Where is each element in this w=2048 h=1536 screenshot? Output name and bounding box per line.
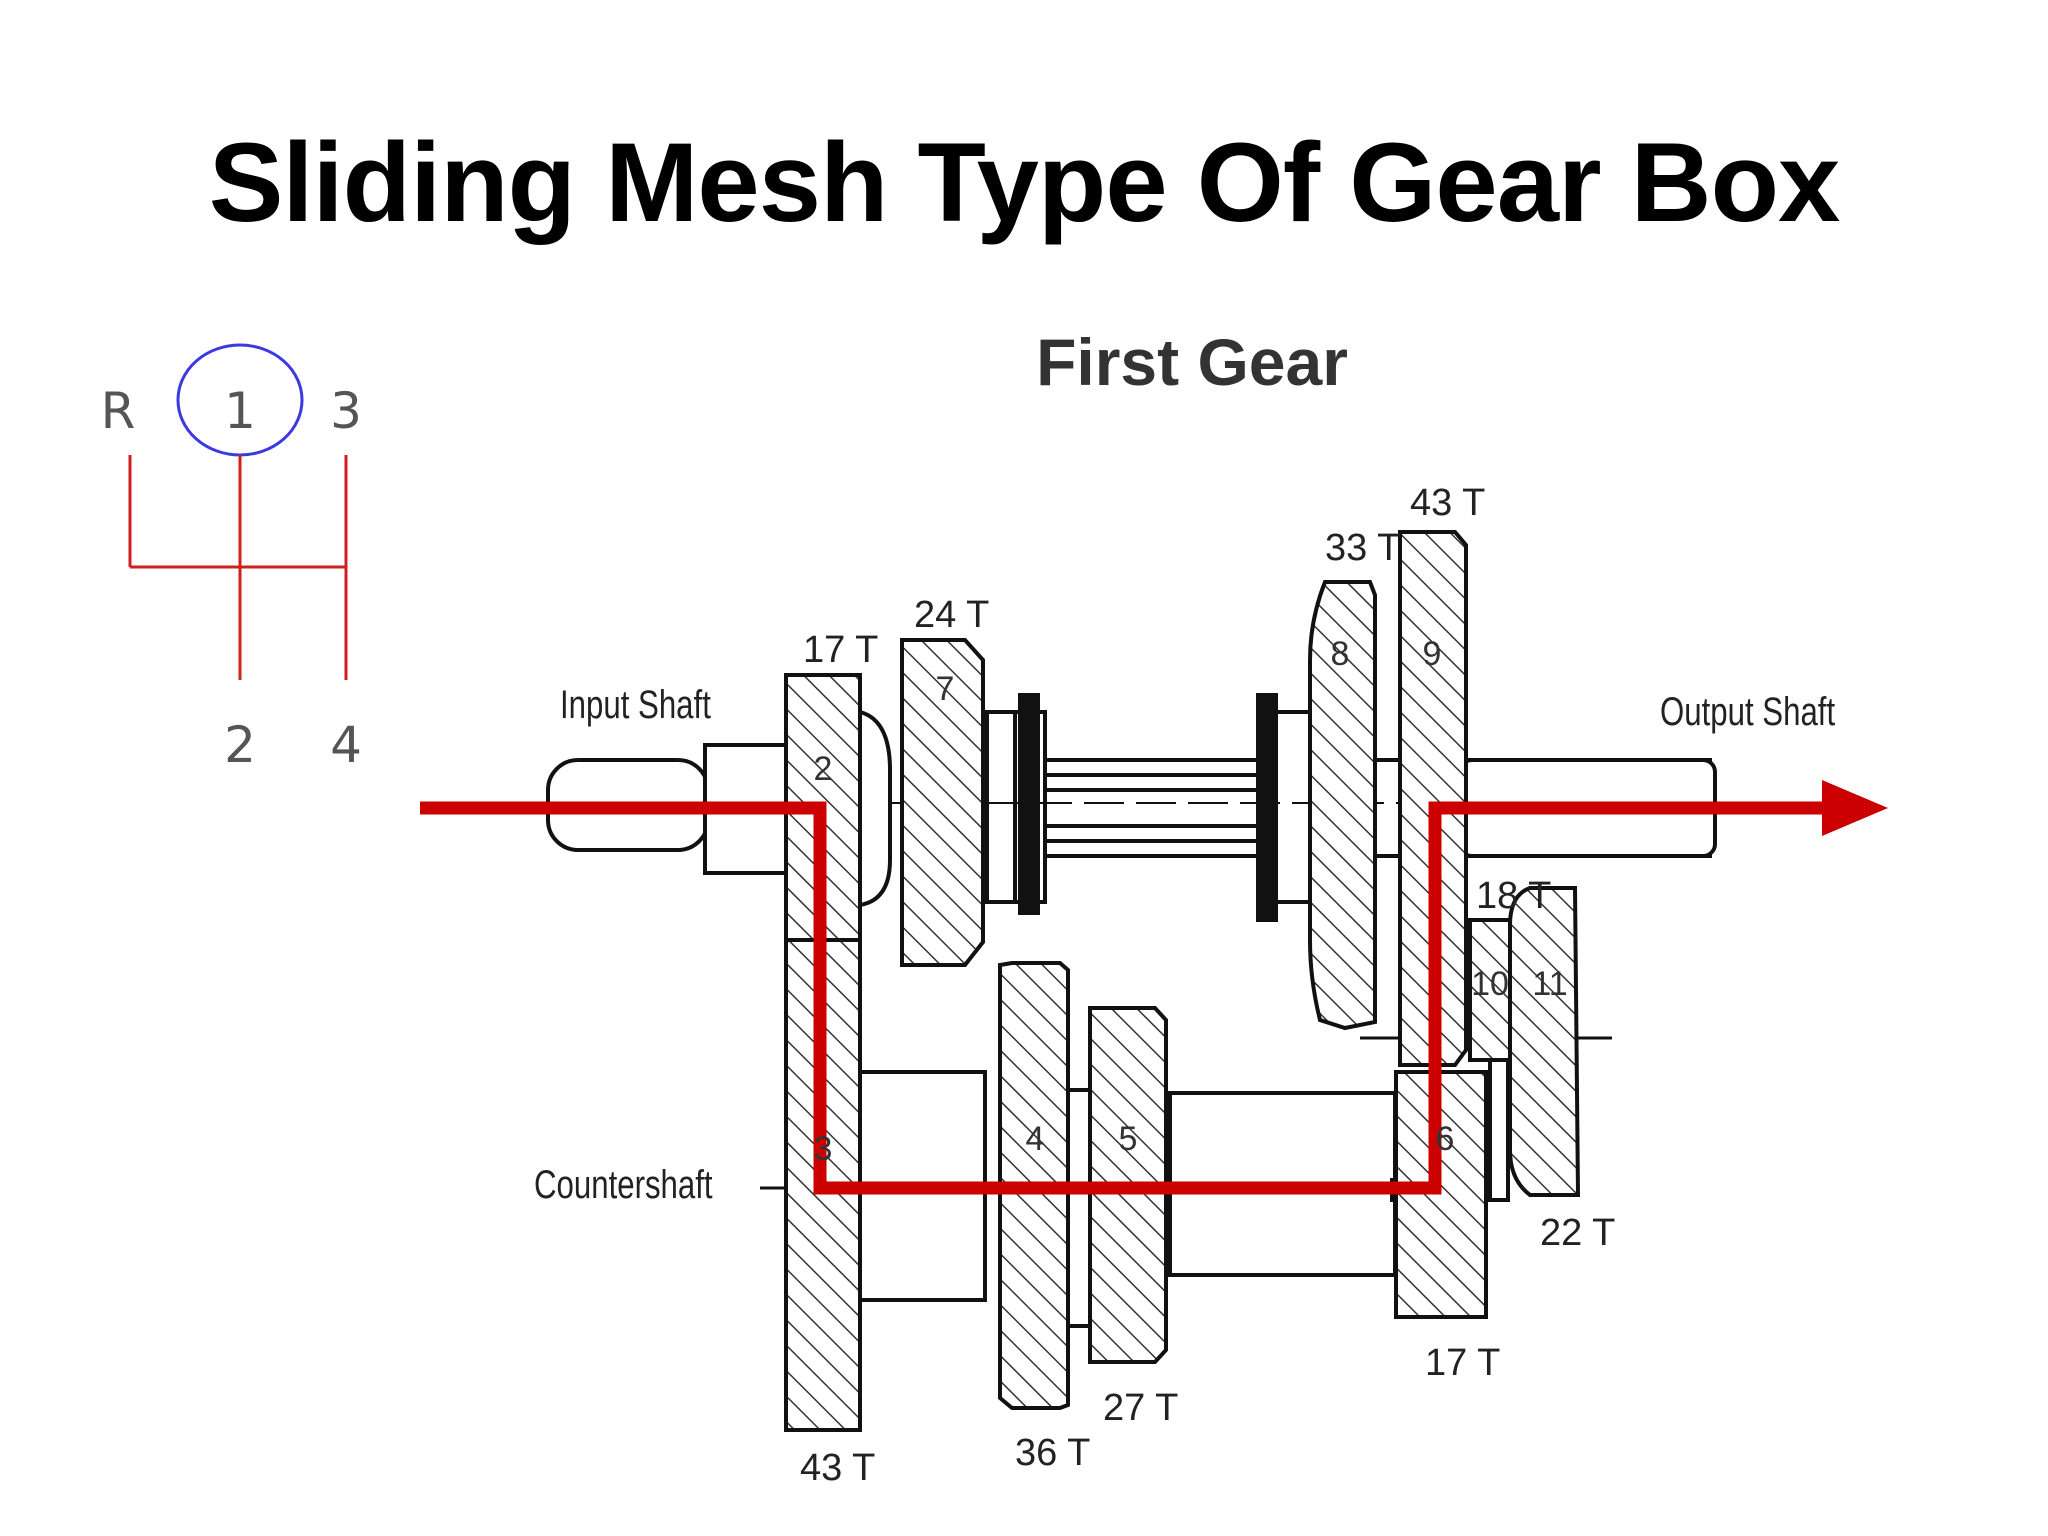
gear-11-number: 11 (1532, 965, 1567, 1003)
gear-2-teeth: 17 T (803, 629, 878, 671)
gear-9 (1398, 530, 1468, 1067)
countershaft-label: Countershaft (534, 1162, 713, 1207)
gear-8-teeth: 33 T (1325, 527, 1400, 569)
shift-label-r: R (101, 382, 136, 440)
gear-10-number: 10 (1471, 965, 1509, 1003)
shift-pattern: R 1 3 2 4 (101, 343, 362, 774)
slide-title: Sliding Mesh Type Of Gear Box (208, 120, 1841, 245)
shift-label-1: 1 (224, 382, 256, 440)
gear-8 (1308, 580, 1377, 1031)
shift-label-3: 3 (330, 382, 362, 440)
gear-11 (1508, 886, 1581, 1197)
gear-3-teeth: 43 T (800, 1447, 875, 1489)
power-flow-path (420, 780, 1888, 1195)
shift-gate-lines (128, 455, 348, 680)
gear-7-number: 7 (936, 670, 955, 708)
gear-6-teeth: 17 T (1425, 1342, 1500, 1384)
gear-8-number: 8 (1331, 635, 1350, 673)
gear-3-number: 3 (814, 1130, 833, 1168)
gear-10-teeth: 18 T (1476, 875, 1551, 917)
output-shaft-label: Output Shaft (1660, 689, 1835, 734)
gear-11-teeth: 22 T (1540, 1212, 1615, 1254)
gear-4-teeth: 36 T (1015, 1432, 1090, 1474)
gear-7-teeth: 24 T (914, 594, 989, 636)
gear-6-number: 6 (1436, 1120, 1455, 1158)
input-shaft-label: Input Shaft (560, 682, 711, 727)
shift-label-2: 2 (224, 716, 256, 774)
gear-5-teeth: 27 T (1103, 1387, 1178, 1429)
diagram-subtitle: First Gear (1036, 325, 1348, 399)
gear-9-teeth: 43 T (1410, 482, 1485, 524)
shift-label-4: 4 (330, 716, 362, 774)
gear-7 (900, 638, 985, 967)
arrow-head-icon (1822, 780, 1888, 836)
gear-9-number: 9 (1423, 635, 1442, 673)
gear-4-number: 4 (1026, 1120, 1045, 1158)
gear-5-number: 5 (1119, 1120, 1138, 1158)
gear-2-number: 2 (814, 750, 833, 788)
